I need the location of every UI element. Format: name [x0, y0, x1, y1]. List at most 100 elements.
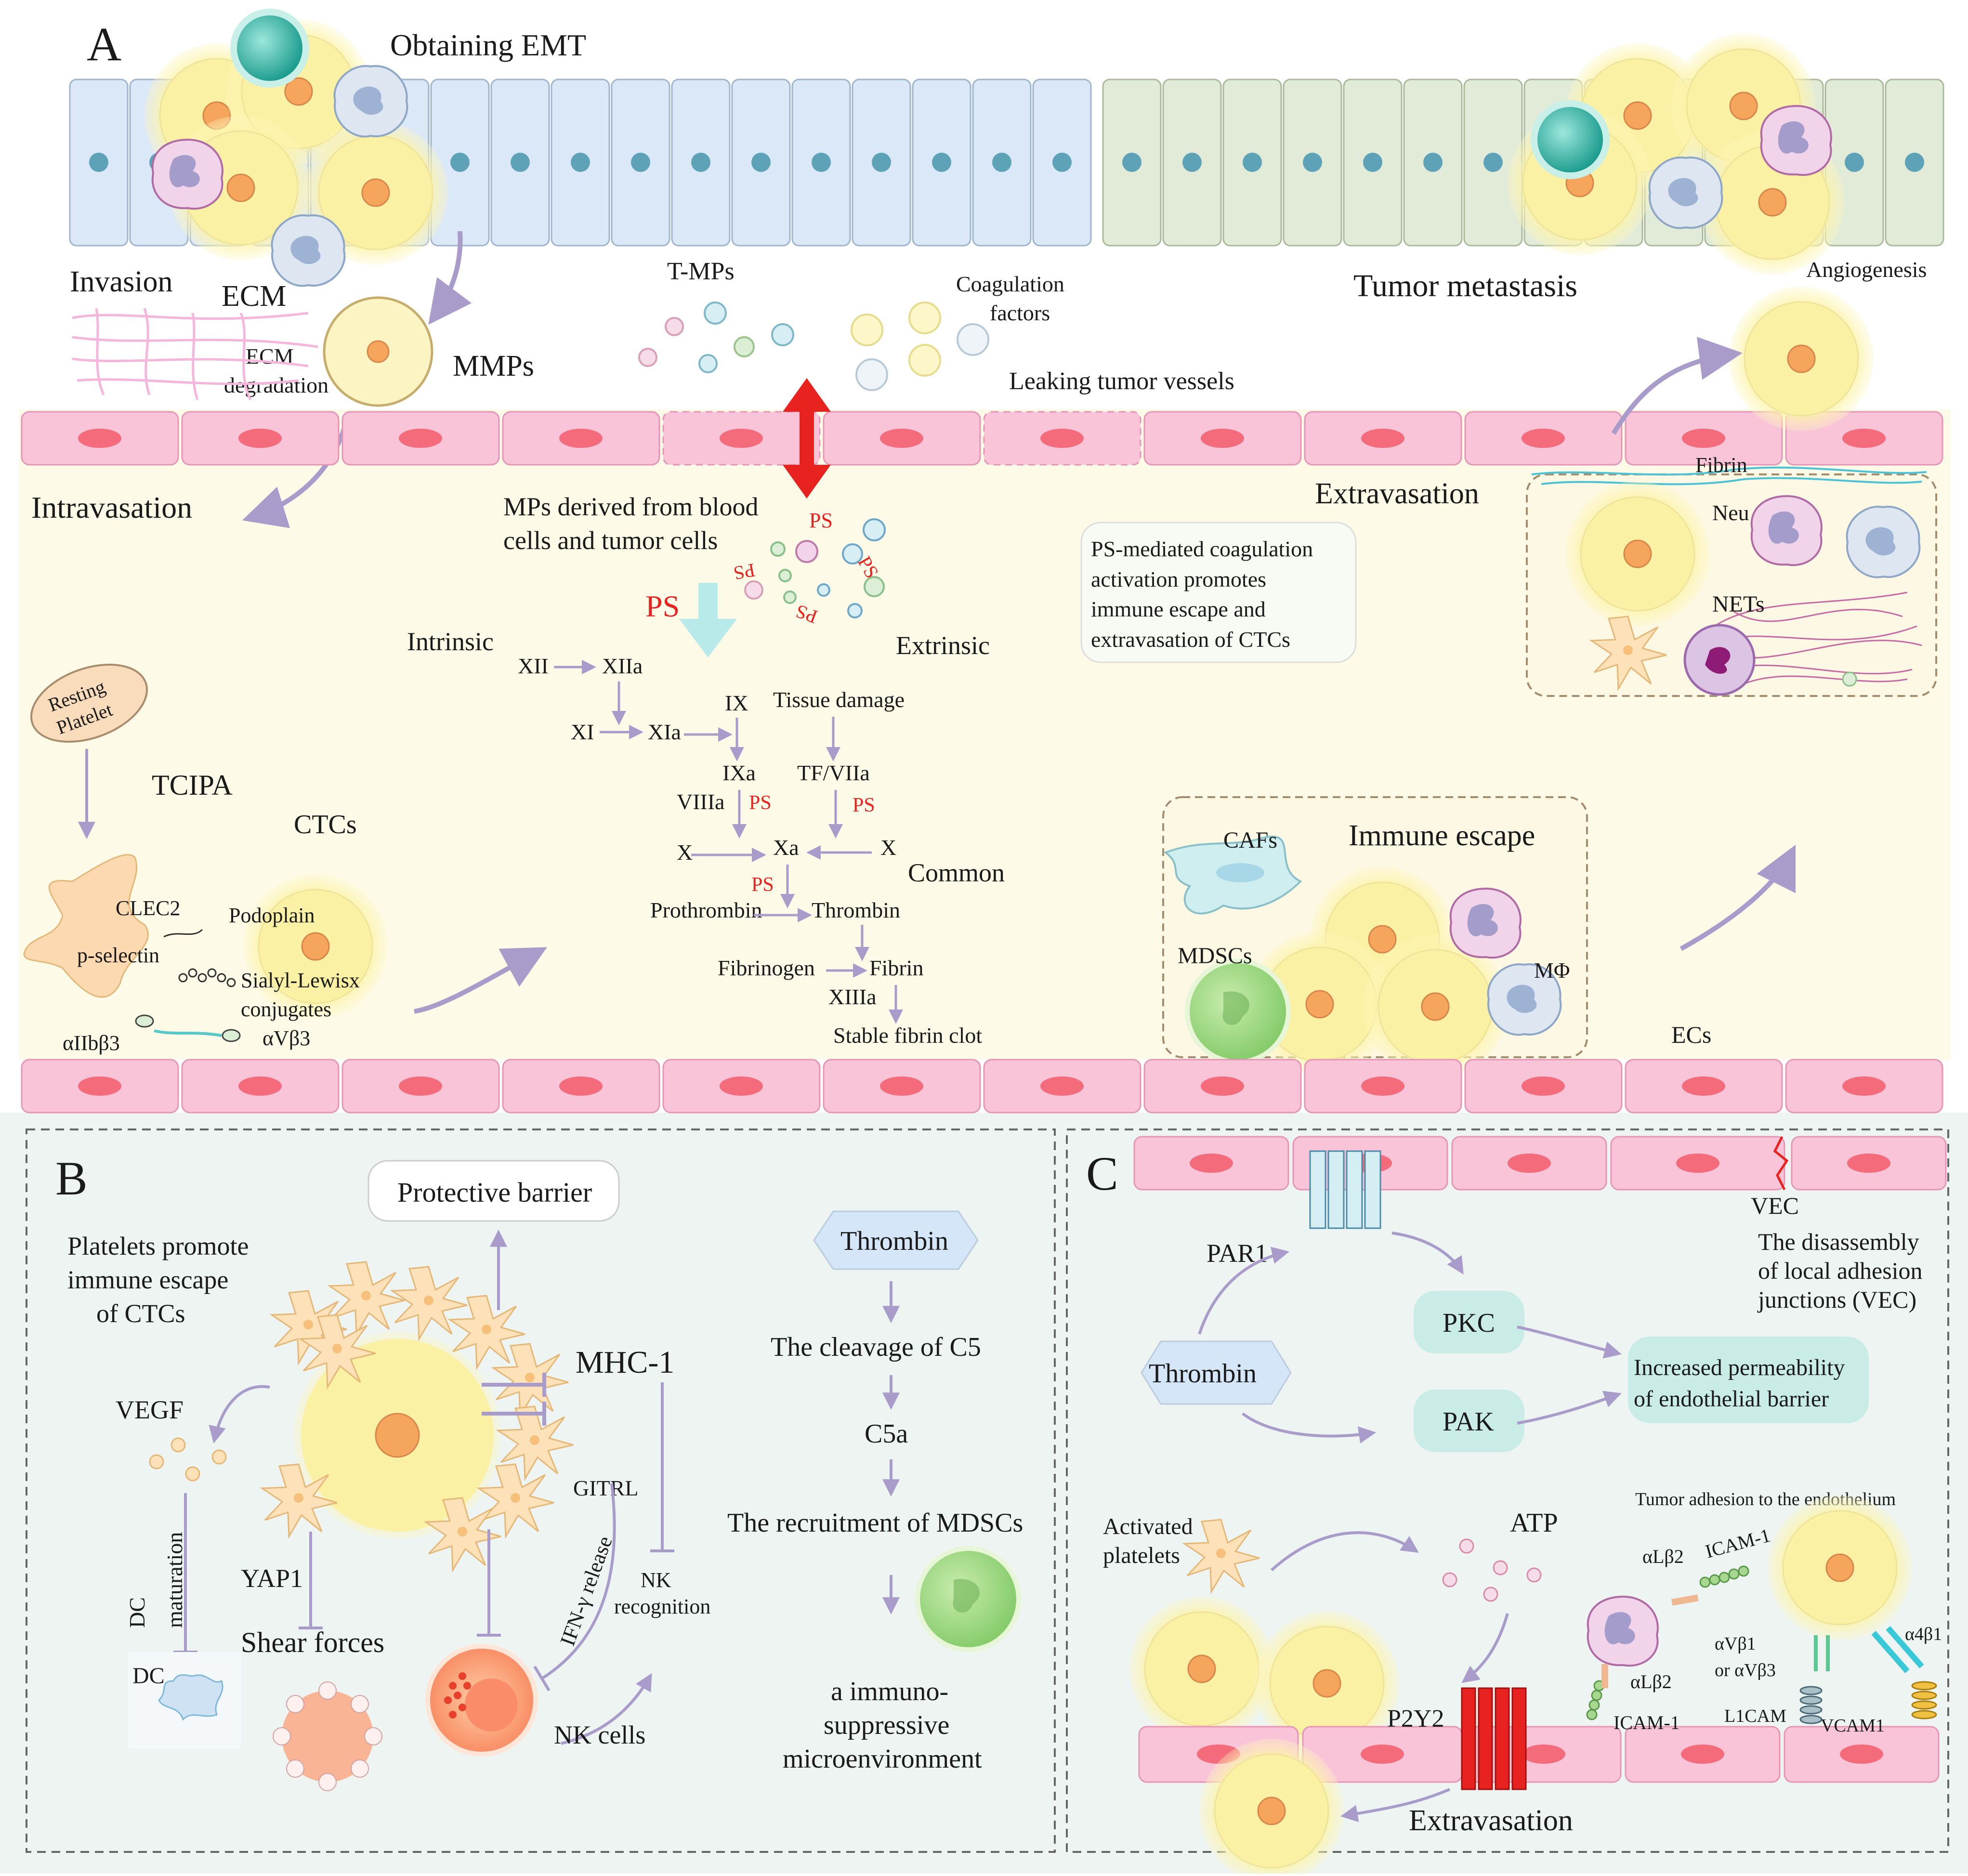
dc-cell: DC [128, 1652, 241, 1748]
thrombin-hex-b: Thrombin [813, 1210, 979, 1270]
panel-a-label: A [87, 17, 121, 71]
svg-text:Protective barrier: Protective barrier [397, 1177, 592, 1208]
svg-text:NETs: NETs [1712, 591, 1765, 617]
tumor-metastasis-label: Tumor metastasis [1353, 268, 1577, 303]
svg-text:p-selectin: p-selectin [77, 944, 159, 967]
dc-maturation-line2: maturation [162, 1532, 187, 1628]
svg-text:IXa: IXa [722, 761, 756, 785]
ps-info-box: PS-mediated coagulation activation promo… [1080, 522, 1357, 663]
svg-text:PS: PS [751, 874, 774, 896]
nk-recognition-line2: recognition [614, 1595, 710, 1618]
svg-text:MDSCs: MDSCs [1178, 943, 1252, 969]
leaking-vessels-label: Leaking tumor vessels [1009, 367, 1234, 395]
protective-barrier-box: Protective barrier [367, 1160, 620, 1222]
nk-recognition-line1: NK [641, 1568, 671, 1592]
svg-text:L1CAM: L1CAM [1724, 1706, 1786, 1726]
mdsc-cell-b [915, 1546, 1021, 1652]
panel-c-label: C [1086, 1147, 1118, 1200]
svg-text:αVβ1: αVβ1 [1715, 1634, 1756, 1654]
upper-endothelium [21, 411, 1943, 466]
svg-text:αVβ3: αVβ3 [262, 1026, 310, 1050]
svg-text:Increased permeability: Increased permeability [1634, 1355, 1845, 1380]
svg-text:Common: Common [908, 858, 1005, 887]
svg-text:Thrombin: Thrombin [812, 898, 900, 922]
panel-b-label: B [55, 1152, 88, 1205]
pak-box: PAK [1414, 1390, 1524, 1452]
svg-text:Intrinsic: Intrinsic [407, 627, 494, 656]
svg-text:TCIPA: TCIPA [152, 769, 233, 801]
svg-text:immune escape and: immune escape and [1091, 597, 1266, 621]
svg-text:extravasation of CTCs: extravasation of CTCs [1091, 627, 1290, 652]
t-mps-label: T-MPs [667, 258, 735, 285]
obtaining-emt-label: Obtaining EMT [390, 28, 586, 62]
svg-text:XIa: XIa [648, 720, 681, 744]
coagulation-cascade: Intrinsic Extrinsic Common XII XIIa XI X… [407, 627, 1005, 1048]
extravasation-label-a: Extravasation [1315, 477, 1479, 510]
gitrl-label: GITRL [573, 1476, 638, 1500]
svg-text:ICAM-1: ICAM-1 [1614, 1712, 1680, 1733]
svg-text:PS-mediated coagulation: PS-mediated coagulation [1091, 537, 1313, 561]
svg-text:conjugates: conjugates [241, 997, 331, 1021]
c5a-label: C5a [865, 1419, 908, 1449]
cleavage-c5-label: The cleavage of C5 [771, 1332, 981, 1362]
svg-text:DC: DC [132, 1663, 165, 1689]
mmp-tumor-cell [323, 296, 433, 407]
activated-platelets-line2: platelets [1103, 1543, 1180, 1568]
svg-text:Extrinsic: Extrinsic [896, 631, 990, 660]
atp-dots [1442, 1538, 1542, 1602]
ecm-degradation-line1: ECM [246, 344, 294, 368]
lower-endothelium [21, 1059, 1943, 1114]
coagulation-factors-line1: Coagulation [956, 272, 1064, 296]
svg-text:CAFs: CAFs [1223, 827, 1277, 853]
p2y2-receptor [1461, 1687, 1527, 1790]
ps-microparticles [744, 518, 886, 618]
tcipa-area: Resting Platelet TCIPA CTCs CLEC2 Podopl… [23, 663, 547, 1055]
resting-platelet: Resting Platelet [30, 663, 148, 743]
svg-text:XIIa: XIIa [602, 654, 643, 678]
permeability-box: Increased permeability of endothelial ba… [1628, 1337, 1869, 1423]
disassembly-line2: of local adhesion [1758, 1257, 1923, 1284]
svg-text:IX: IX [725, 691, 748, 715]
svg-text:Thrombin: Thrombin [840, 1226, 948, 1256]
cascade-arrows [554, 660, 903, 1024]
immuno-line3: microenvironment [783, 1744, 982, 1774]
coagulation-factors-line2: factors [990, 301, 1050, 325]
svg-text:XIIIa: XIIIa [828, 984, 877, 1009]
tumor-cell-c1 [1128, 1596, 1275, 1742]
svg-text:Podoplain: Podoplain [229, 904, 315, 927]
mhc1-label: MHC-1 [576, 1345, 674, 1380]
svg-text:Thrombin: Thrombin [1149, 1359, 1257, 1389]
svg-text:CLEC2: CLEC2 [116, 896, 180, 920]
svg-text:Prothrombin: Prothrombin [650, 898, 762, 922]
platelets-promote-line1: Platelets promote [67, 1232, 249, 1260]
ecm-degradation-line2: degradation [224, 373, 328, 397]
svg-text:TF/VIIa: TF/VIIa [797, 761, 870, 785]
svg-text:X: X [880, 835, 896, 860]
svg-text:activation promotes: activation promotes [1091, 567, 1266, 591]
dc-maturation-line1: DC [125, 1597, 149, 1628]
svg-text:X: X [677, 840, 693, 865]
svg-text:Immune escape: Immune escape [1349, 819, 1535, 852]
svg-text:PAK: PAK [1443, 1407, 1494, 1437]
immune-escape-box: CAFs Immune escape MDSCs MΦ [1162, 796, 1588, 1080]
svg-text:Fibrin: Fibrin [869, 956, 923, 980]
svg-text:Xa: Xa [773, 835, 799, 860]
svg-text:MΦ: MΦ [1534, 958, 1570, 983]
yap1-label: YAP1 [241, 1564, 303, 1593]
svg-text:αLβ2: αLβ2 [1642, 1546, 1684, 1567]
mps-derived-line2: cells and tumor cells [503, 526, 718, 555]
ps-label-small: PS [809, 509, 833, 532]
vec-label: VEC [1751, 1192, 1799, 1219]
pkc-box: PKC [1414, 1291, 1524, 1353]
extravasation-label-c: Extravasation [1409, 1804, 1573, 1837]
svg-text:VIIIa: VIIIa [677, 789, 725, 814]
tumor-cluster-left [144, 9, 449, 287]
atp-label: ATP [1510, 1508, 1558, 1538]
panel-c-top-endothelium [1133, 1136, 1947, 1229]
p2y2-label: P2Y2 [1387, 1705, 1444, 1732]
svg-text:or αVβ3: or αVβ3 [1715, 1660, 1776, 1680]
svg-text:Stable fibrin clot: Stable fibrin clot [833, 1023, 982, 1048]
disassembly-line3: junctions (VEC) [1757, 1286, 1916, 1313]
svg-text:Tissue damage: Tissue damage [773, 687, 905, 712]
